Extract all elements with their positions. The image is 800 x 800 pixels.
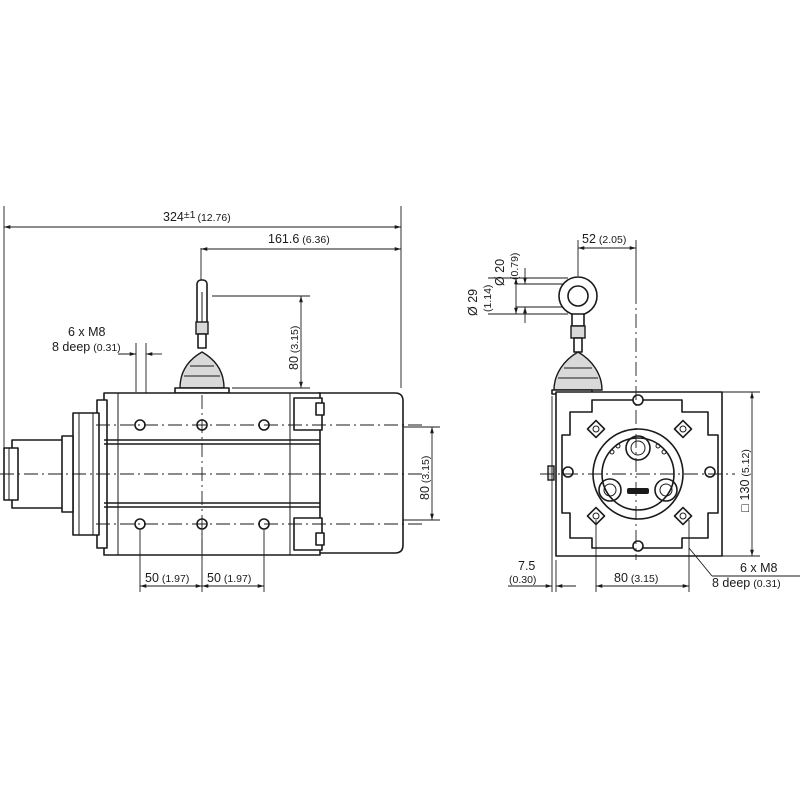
front-housing <box>547 389 723 557</box>
side-thread-callout: 6 x M8 8 deep(0.31) <box>52 325 162 415</box>
dim-overall-length: 324±1(12.76) <box>3 206 402 455</box>
overall-length-label: 324±1(12.76) <box>163 209 231 224</box>
dim-hole-pitch: 50(1.97) 50(1.97) <box>139 530 265 592</box>
cable-height-label: 80(3.15) <box>287 326 301 370</box>
dim-eye: Ø 20 (0.79) Ø 29 (1.14) <box>466 253 568 323</box>
flange-offset-inch: (0.30) <box>509 574 536 586</box>
eye-outer-label: Ø 29 <box>466 289 480 316</box>
front-cable-offset-label: 52(2.05) <box>582 232 626 246</box>
body-height-label: 80(3.15) <box>418 456 432 500</box>
dim-square-size: □130(5.12) <box>722 391 760 557</box>
pitch-a-label: 50(1.97) <box>145 571 189 585</box>
hole-spacing-label: 80(3.15) <box>614 571 658 585</box>
front-view: 52(2.05) Ø 20 (0.79) Ø 29 (1.14) <box>466 232 800 592</box>
front-cable-eye <box>553 276 603 391</box>
side-view: 324±1(12.76) 161.6(6.36) 80(3.15) 80(3.1… <box>0 206 440 592</box>
side-thread-depth: 8 deep(0.31) <box>52 340 121 354</box>
front-thread-callout: 6 x M8 8 deep(0.31) <box>688 547 800 590</box>
square-size-label: □130(5.12) <box>738 449 752 512</box>
offset-length-label: 161.6(6.36) <box>268 232 330 246</box>
dim-flange-offset: 7.5 (0.30) <box>508 396 576 592</box>
flange-offset-label: 7.5 <box>518 559 535 573</box>
dim-hole-spacing: 80(3.15) <box>596 571 689 588</box>
eye-diameter-inch: (0.79) <box>509 253 521 280</box>
eye-diameter-label: Ø 20 <box>493 259 507 286</box>
side-cable-exit <box>174 279 230 394</box>
front-center-lines <box>540 290 735 592</box>
dim-cable-height: 80(3.15) <box>212 295 310 389</box>
side-center-lines <box>0 395 425 560</box>
dim-cable-offset: 161.6(6.36) <box>200 232 401 280</box>
dim-front-cable-offset: 52(2.05) <box>577 232 637 290</box>
front-corner-bolts <box>586 419 693 526</box>
pitch-b-label: 50(1.97) <box>207 571 251 585</box>
front-connector <box>592 428 684 520</box>
front-thread-label: 6 x M8 <box>740 561 778 575</box>
side-housing <box>3 392 404 556</box>
front-thread-depth: 8 deep(0.31) <box>712 576 781 590</box>
side-thread-label: 6 x M8 <box>68 325 106 339</box>
eye-outer-inch: (1.14) <box>482 285 494 312</box>
